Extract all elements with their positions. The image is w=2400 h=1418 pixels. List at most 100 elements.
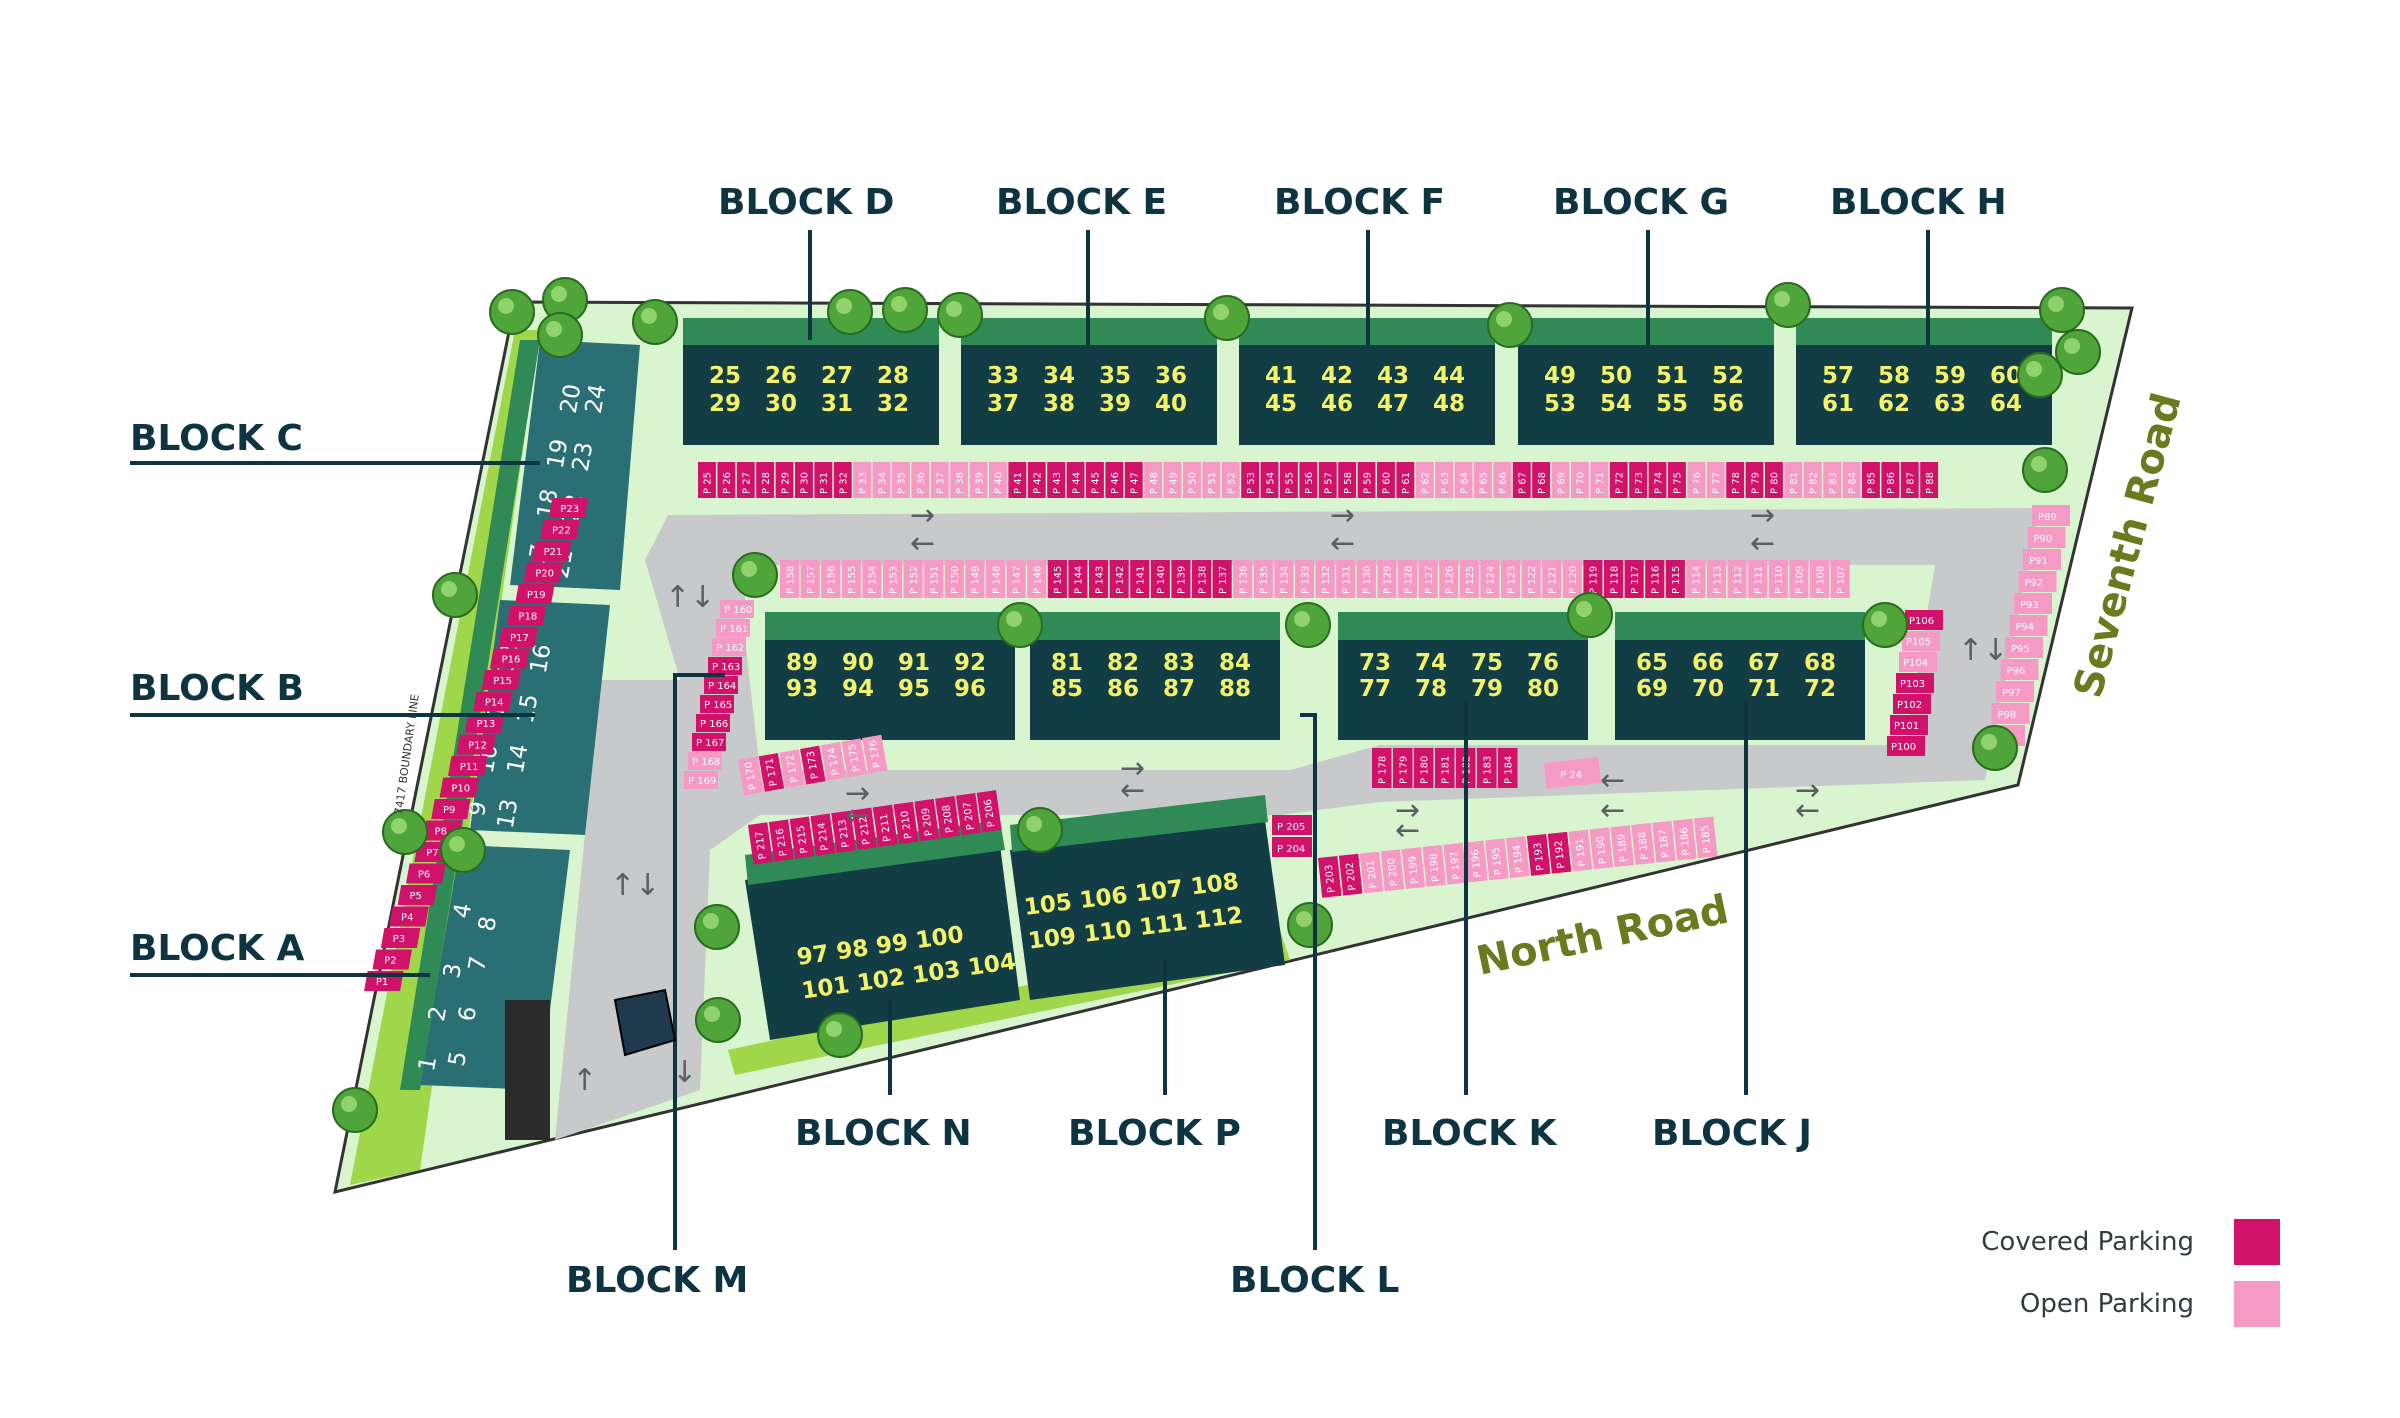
parking-number: P 69 xyxy=(1556,472,1567,494)
parking-number: P 112 xyxy=(1733,566,1744,594)
parking-number: P 188 xyxy=(1637,831,1651,860)
unit-number: 34 xyxy=(1043,363,1075,389)
parking-bay xyxy=(2027,527,2066,548)
parking-number: P 156 xyxy=(827,566,838,594)
parking-number: P 190 xyxy=(1595,835,1609,864)
tree-highlight xyxy=(891,296,907,312)
parking-bay xyxy=(935,795,961,839)
unit-number: 58 xyxy=(1878,363,1910,389)
parking-bay xyxy=(1008,462,1027,498)
parking-number: P 212 xyxy=(858,816,873,846)
bottom-buildings xyxy=(745,795,1285,1040)
block-j-label: BLOCK J xyxy=(1652,1113,1812,1154)
unit-number: 86 xyxy=(1107,676,1139,702)
parking-bay xyxy=(1454,462,1473,498)
parking-bay xyxy=(1130,560,1150,598)
parking-number: P 40 xyxy=(994,472,1005,494)
parking-bay xyxy=(1693,816,1718,859)
tree-highlight xyxy=(1296,911,1312,927)
parking-number: P9 xyxy=(443,805,455,816)
parking-bay xyxy=(1629,462,1648,498)
parking-number: P 166 xyxy=(700,719,728,730)
parking-number: P 52 xyxy=(1227,472,1238,494)
parking-bay xyxy=(684,771,718,789)
parking-number: P 48 xyxy=(1149,472,1160,494)
roof xyxy=(1030,612,1280,644)
parking-number: P 140 xyxy=(1156,566,1167,594)
parking-bay xyxy=(1887,736,1925,756)
parking-number: P 122 xyxy=(1527,566,1538,594)
parking-bay xyxy=(1905,610,1943,630)
svg-text:↑: ↑ xyxy=(1958,633,1983,668)
parking-bay xyxy=(969,462,988,498)
unit-number: 29 xyxy=(709,391,741,417)
parking-bay xyxy=(1202,462,1221,498)
unit-number: 96 xyxy=(954,676,986,702)
parking-number: P 160 xyxy=(724,605,752,616)
parking-number: P 44 xyxy=(1071,472,1082,494)
unit-number: 51 xyxy=(1656,363,1688,389)
parking-bay xyxy=(1810,560,1830,598)
parking-number: P 204 xyxy=(1277,844,1305,855)
parking-bay xyxy=(456,734,496,755)
parking-bay xyxy=(738,756,764,796)
unit-number: 88 xyxy=(1219,676,1251,702)
parking-number: P 203 xyxy=(1324,864,1338,893)
parking-bay xyxy=(1415,462,1434,498)
block-l-label: BLOCK L xyxy=(1230,1260,1400,1301)
tree-highlight xyxy=(341,1096,357,1112)
unit-number: 1 xyxy=(414,1054,442,1073)
unit-number: 78 xyxy=(1415,676,1447,702)
parking-bay xyxy=(853,462,872,498)
legend-open-label: Open Parking xyxy=(2019,1289,2194,1319)
unit-number: 92 xyxy=(954,650,986,676)
parking-bay xyxy=(1477,748,1497,788)
parking-number: P91 xyxy=(2029,556,2048,567)
parking-bay xyxy=(1542,560,1562,598)
parking-bay xyxy=(1253,560,1273,598)
unit-number: 62 xyxy=(1878,391,1910,417)
parking-number: P 151 xyxy=(930,566,941,594)
parking-number: P103 xyxy=(1900,679,1925,690)
tree xyxy=(695,997,741,1043)
building xyxy=(1030,640,1280,740)
parking-bay xyxy=(1551,462,1570,498)
svg-text:↓: ↓ xyxy=(635,868,660,903)
unit-number: 67 xyxy=(1748,650,1780,676)
unit-number: 75 xyxy=(1471,650,1503,676)
parking-bay xyxy=(1498,748,1518,788)
block-g-label: BLOCK G xyxy=(1553,182,1729,223)
parking-number: P 70 xyxy=(1576,472,1587,494)
parking-number: P 36 xyxy=(916,472,927,494)
parking-bay xyxy=(498,627,538,647)
unit-number: 7 xyxy=(464,954,492,973)
parking-bay xyxy=(481,670,522,690)
parking-bay xyxy=(1648,462,1667,498)
building xyxy=(765,640,1015,740)
unit-number: 53 xyxy=(1544,391,1576,417)
parking-bay xyxy=(768,819,794,862)
parking-bay xyxy=(1512,462,1531,498)
parking-bay xyxy=(903,560,923,598)
legend-covered-swatch xyxy=(2234,1219,2280,1265)
parking-bay xyxy=(1418,560,1438,598)
parking-bay xyxy=(380,928,421,948)
parking-bay xyxy=(1493,462,1512,498)
tree xyxy=(882,287,928,333)
parking-number: P 72 xyxy=(1615,472,1626,494)
unit-number: 89 xyxy=(786,650,818,676)
parking-bay xyxy=(775,462,794,498)
parking-number: P 42 xyxy=(1033,472,1044,494)
parking-bay xyxy=(1590,462,1609,498)
parking-bay xyxy=(1645,560,1665,598)
block-f-label: BLOCK F xyxy=(1274,182,1445,223)
parking-bay xyxy=(1789,560,1809,598)
parking-bay xyxy=(1881,462,1900,498)
parking-bay xyxy=(1027,462,1046,498)
parking-number: P 161 xyxy=(720,624,748,635)
building xyxy=(1518,345,1774,445)
parking-bay xyxy=(1398,560,1418,598)
building xyxy=(1338,640,1588,740)
parking-number: P 27 xyxy=(742,472,753,494)
parking-number: P 33 xyxy=(858,472,869,494)
